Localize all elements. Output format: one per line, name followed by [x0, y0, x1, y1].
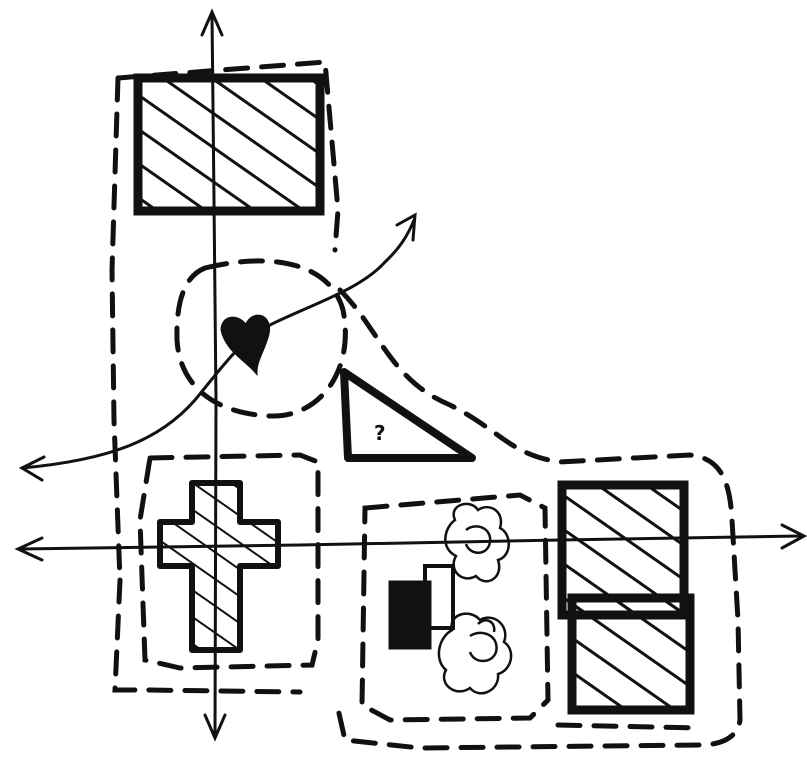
triangle-label: ?	[374, 421, 386, 445]
triangle-group: ?	[344, 372, 472, 458]
cross	[160, 483, 278, 650]
top-block	[138, 78, 320, 211]
diagonal-curve-arrow-left	[22, 457, 44, 480]
zone-left-column-edge	[112, 78, 120, 580]
heart-node	[222, 316, 269, 372]
triangle	[344, 372, 472, 458]
right-block-lower	[572, 598, 690, 710]
zone-right-bottom-outer	[558, 725, 700, 728]
small-block-dark	[390, 582, 430, 648]
